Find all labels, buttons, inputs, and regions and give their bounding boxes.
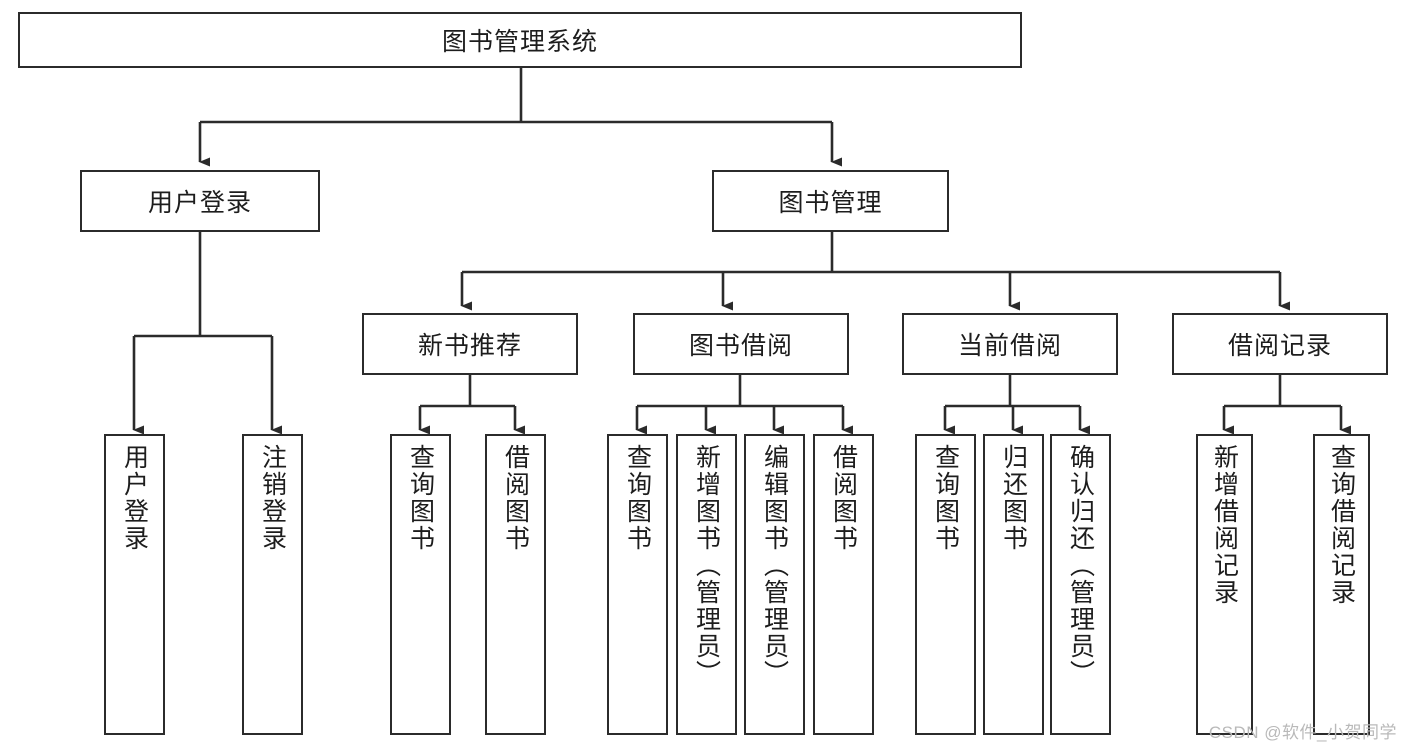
node-label: 图书管理 — [778, 189, 883, 217]
node-book-manage[interactable]: 图书管理 — [712, 170, 949, 232]
node-new-book-recommend[interactable]: 新书推荐 — [362, 313, 578, 375]
csdn-watermark: CSDN @软件_小贺同学 — [1208, 723, 1397, 742]
node-leaf-edit-book[interactable]: 编辑图书（管理员） — [744, 434, 805, 735]
node-label: 图书借阅 — [688, 332, 793, 360]
node-borrow-record[interactable]: 借阅记录 — [1172, 313, 1388, 375]
node-label: 归还图书 — [999, 444, 1028, 552]
node-leaf-query-book-1[interactable]: 查询图书 — [390, 434, 451, 735]
node-label: 图书管理系统 — [441, 28, 598, 56]
node-leaf-add-book[interactable]: 新增图书（管理员） — [676, 434, 737, 735]
node-leaf-query-book-2[interactable]: 查询图书 — [607, 434, 668, 735]
node-label: 借阅图书 — [501, 444, 530, 552]
node-label: 查询借阅记录 — [1327, 444, 1356, 606]
node-leaf-add-record[interactable]: 新增借阅记录 — [1196, 434, 1253, 735]
node-leaf-query-book-3[interactable]: 查询图书 — [915, 434, 976, 735]
node-label: 查询图书 — [931, 444, 960, 552]
node-leaf-borrow-book-2[interactable]: 借阅图书 — [813, 434, 874, 735]
node-leaf-user-login[interactable]: 用户登录 — [104, 434, 165, 735]
node-label: 借阅记录 — [1227, 332, 1332, 360]
node-leaf-confirm-return[interactable]: 确认归还（管理员） — [1050, 434, 1111, 735]
node-leaf-user-logout[interactable]: 注销登录 — [242, 434, 303, 735]
node-label: 用户登录 — [120, 444, 149, 552]
node-label: 新书推荐 — [417, 332, 522, 360]
node-label: 查询图书 — [406, 444, 435, 552]
node-label: 查询图书 — [623, 444, 652, 552]
node-label: 确认归还（管理员） — [1066, 444, 1095, 687]
node-leaf-return-book[interactable]: 归还图书 — [983, 434, 1044, 735]
node-label: 当前借阅 — [957, 332, 1062, 360]
node-label: 注销登录 — [258, 444, 287, 552]
node-current-borrow[interactable]: 当前借阅 — [902, 313, 1118, 375]
node-user-login[interactable]: 用户登录 — [80, 170, 320, 232]
node-leaf-borrow-book-1[interactable]: 借阅图书 — [485, 434, 546, 735]
node-root-book-management-system[interactable]: 图书管理系统 — [18, 12, 1022, 68]
node-label: 新增借阅记录 — [1210, 444, 1239, 606]
node-label: 新增图书（管理员） — [692, 444, 721, 687]
node-label: 编辑图书（管理员） — [760, 444, 789, 687]
node-book-borrow[interactable]: 图书借阅 — [633, 313, 849, 375]
node-label: 借阅图书 — [829, 444, 858, 552]
node-leaf-query-record[interactable]: 查询借阅记录 — [1313, 434, 1370, 735]
node-label: 用户登录 — [147, 189, 252, 217]
